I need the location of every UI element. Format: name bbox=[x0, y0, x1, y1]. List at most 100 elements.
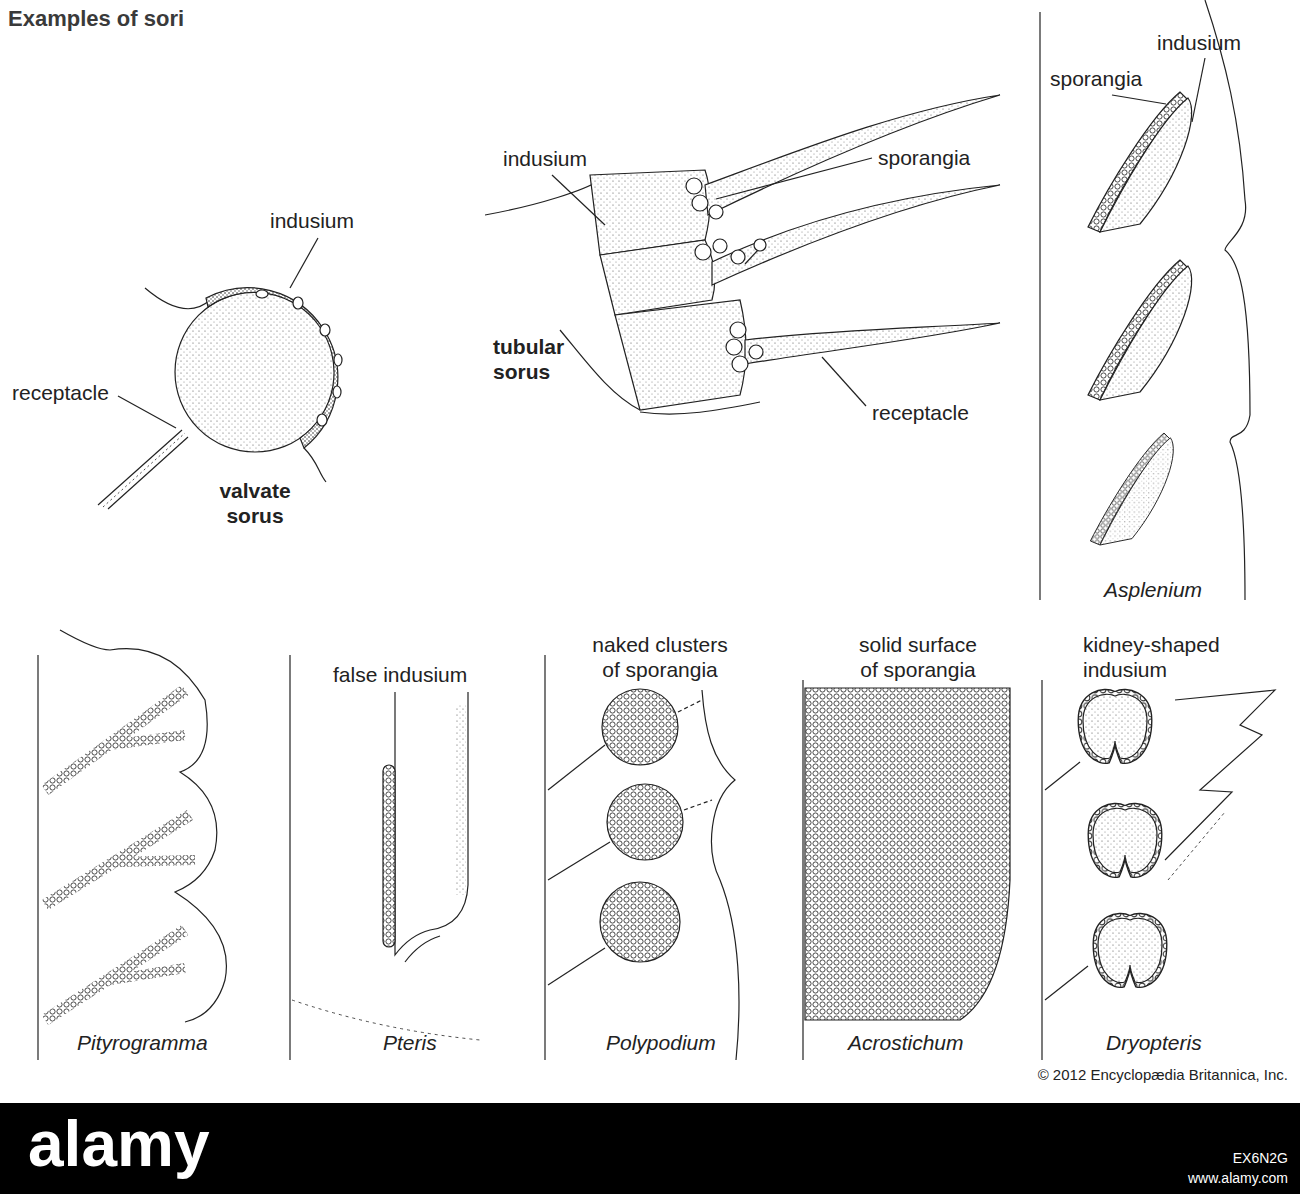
asplenium-drawing bbox=[1088, 92, 1192, 232]
genus-name: Pteris bbox=[383, 1030, 437, 1055]
pteris-drawing bbox=[290, 655, 480, 1060]
acrostichum-drawing bbox=[802, 680, 803, 1060]
pityrogramma-drawing bbox=[115, 860, 195, 862]
part-label: kidney-shaped indusium bbox=[1083, 632, 1233, 682]
valvate-sorus-drawing bbox=[333, 386, 341, 398]
copyright-caption: © 2012 Encyclopædia Britannica, Inc. bbox=[1038, 1066, 1288, 1084]
dryopteris-drawing bbox=[1093, 913, 1167, 987]
figure-title: Examples of sori bbox=[8, 6, 184, 32]
watermark: EX6N2G bbox=[1233, 1150, 1288, 1167]
asplenium-drawing bbox=[1100, 98, 1192, 232]
tubular-sorus-drawing bbox=[745, 250, 758, 264]
valvate-sorus-drawing bbox=[290, 238, 318, 288]
dryopteris-drawing bbox=[1083, 694, 1147, 758]
dryopteris-drawing bbox=[1042, 680, 1275, 1060]
dryopteris-drawing bbox=[1093, 808, 1157, 872]
tubular-sorus-drawing bbox=[485, 180, 600, 215]
pityrogramma-drawing bbox=[45, 930, 185, 1020]
pteris-drawing bbox=[383, 765, 395, 947]
dryopteris-drawing bbox=[1088, 803, 1162, 877]
part-label: receptacle bbox=[872, 400, 969, 425]
asplenium-drawing bbox=[1100, 266, 1192, 400]
valvate-sorus-drawing bbox=[304, 448, 326, 482]
tubular-sorus-drawing bbox=[712, 185, 1000, 285]
valvate-sorus-drawing bbox=[334, 354, 342, 366]
genus-name: Dryopteris bbox=[1106, 1030, 1202, 1055]
watermark: www.alamy.com bbox=[1188, 1170, 1288, 1187]
valvate-sorus-drawing bbox=[317, 414, 327, 426]
polypodium-drawing bbox=[678, 700, 702, 712]
part-label: solid surface of sporangia bbox=[853, 632, 983, 682]
dryopteris-drawing bbox=[1045, 762, 1080, 790]
tubular-sorus-drawing bbox=[485, 95, 1000, 414]
dryopteris-drawing bbox=[1093, 913, 1167, 987]
part-label: sporangia bbox=[1050, 66, 1142, 91]
tubular-sorus-drawing bbox=[709, 205, 723, 219]
valvate-sorus-drawing bbox=[145, 288, 210, 309]
valvate-sorus-drawing bbox=[256, 290, 268, 298]
polypodium-drawing bbox=[684, 800, 712, 810]
sorus-type-label: valvate sorus bbox=[205, 478, 305, 528]
valvate-sorus-drawing bbox=[98, 430, 182, 505]
valvate-sorus-drawing bbox=[98, 238, 342, 509]
asplenium-drawing bbox=[1112, 95, 1166, 104]
polypodium-drawing bbox=[600, 882, 680, 962]
part-label: indusium bbox=[503, 146, 587, 171]
part-label: naked clusters of sporangia bbox=[588, 632, 733, 682]
asplenium-drawing bbox=[1205, 0, 1250, 600]
dryopteris-drawing bbox=[1168, 812, 1225, 880]
part-label: indusium bbox=[1157, 30, 1241, 55]
tubular-sorus-drawing bbox=[730, 322, 746, 338]
tubular-sorus-drawing bbox=[686, 178, 702, 194]
dryopteris-drawing bbox=[1165, 690, 1275, 860]
polypodium-drawing bbox=[607, 784, 683, 860]
valvate-sorus-drawing bbox=[118, 396, 176, 428]
asplenium-drawing bbox=[1090, 433, 1173, 545]
dryopteris-drawing bbox=[1041, 680, 1042, 1060]
acrostichum-drawing bbox=[803, 680, 1010, 1060]
genus-name: Polypodium bbox=[606, 1030, 716, 1055]
asplenium-drawing bbox=[1100, 438, 1173, 545]
pteris-drawing bbox=[395, 692, 468, 955]
tubular-sorus-drawing bbox=[822, 357, 866, 406]
genus-name: Asplenium bbox=[1104, 577, 1202, 602]
asplenium-drawing bbox=[1040, 0, 1250, 600]
dryopteris-drawing bbox=[1045, 966, 1088, 1000]
watermark: alamy bbox=[28, 1106, 209, 1183]
polypodium-drawing bbox=[545, 655, 739, 1060]
polypodium-drawing bbox=[548, 842, 610, 880]
valvate-sorus-drawing bbox=[206, 288, 338, 448]
asplenium-drawing bbox=[1192, 58, 1205, 122]
dryopteris-drawing bbox=[1078, 689, 1152, 763]
pityrogramma-drawing bbox=[45, 690, 185, 790]
acrostichum-drawing bbox=[805, 688, 1010, 1020]
pteris-drawing bbox=[289, 655, 290, 1060]
pteris-drawing bbox=[405, 936, 440, 962]
part-label: sporangia bbox=[878, 145, 970, 170]
tubular-sorus-drawing bbox=[615, 300, 746, 410]
part-label: receptacle bbox=[12, 380, 109, 405]
genus-name: Pityrogramma bbox=[77, 1030, 208, 1055]
valvate-sorus-drawing bbox=[320, 324, 330, 336]
valvate-sorus-drawing bbox=[293, 297, 303, 309]
tubular-sorus-drawing bbox=[705, 95, 1000, 215]
tubular-sorus-drawing bbox=[552, 175, 605, 225]
tubular-sorus-drawing bbox=[692, 195, 708, 211]
part-label: false indusium bbox=[333, 662, 467, 687]
polypodium-drawing bbox=[548, 948, 605, 985]
pityrogramma-drawing bbox=[37, 655, 38, 1060]
polypodium-drawing bbox=[548, 745, 605, 790]
polypodium-drawing bbox=[602, 689, 678, 765]
tubular-sorus-drawing bbox=[732, 356, 748, 372]
tubular-sorus-drawing bbox=[745, 323, 1000, 364]
tubular-sorus-drawing bbox=[731, 250, 745, 264]
part-label: indusium bbox=[270, 208, 354, 233]
dryopteris-drawing bbox=[1098, 918, 1162, 982]
valvate-sorus-drawing bbox=[108, 437, 188, 509]
tubular-sorus-drawing bbox=[749, 345, 763, 359]
tubular-sorus-drawing bbox=[726, 339, 742, 355]
pteris-drawing bbox=[456, 705, 466, 895]
pityrogramma-drawing bbox=[38, 630, 226, 1060]
